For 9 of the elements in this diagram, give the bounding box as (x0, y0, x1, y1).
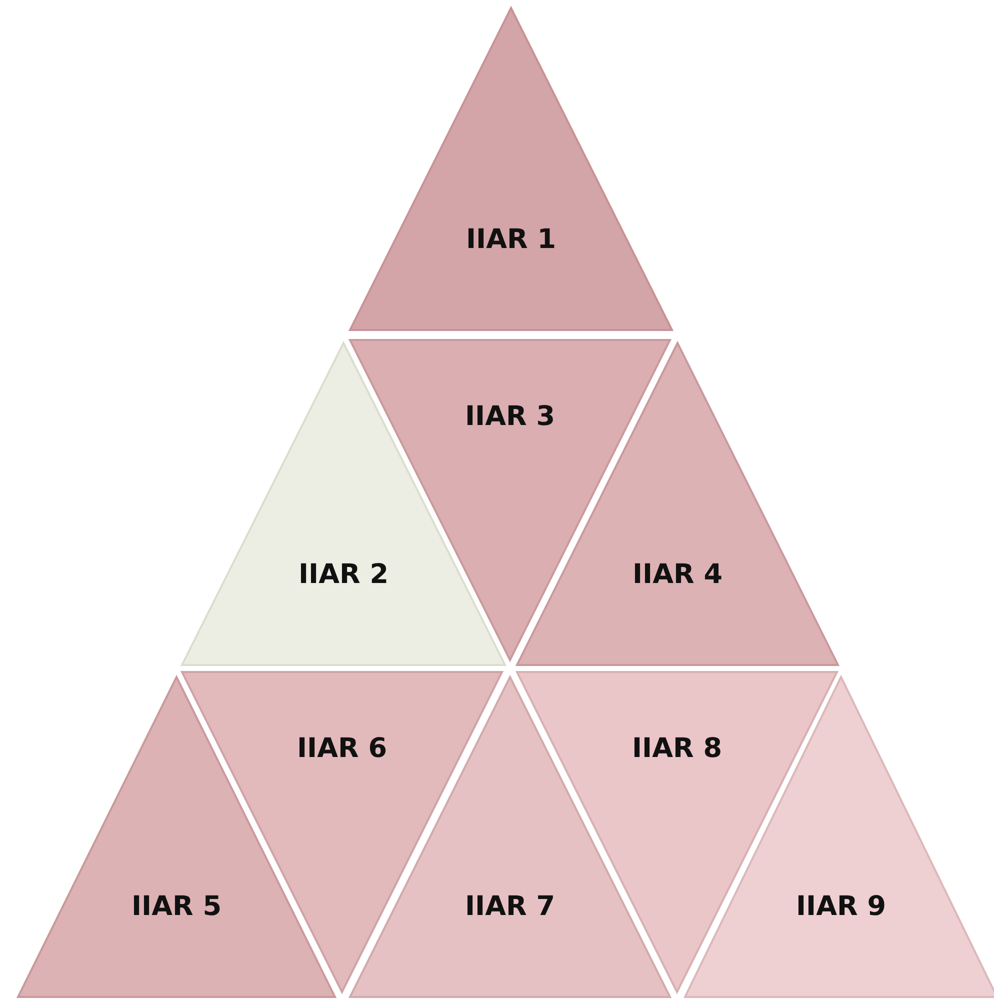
segment-label: IIAR 3 (464, 400, 556, 433)
segment-label: IIAR 9 (795, 891, 887, 924)
segment-label: IIAR 6 (296, 732, 388, 765)
segment-label: IIAR 8 (631, 732, 723, 765)
segment-label: IIAR 2 (298, 558, 390, 591)
segment-label: IIAR 4 (632, 558, 724, 591)
segment-label: IIAR 1 (465, 224, 557, 256)
segment-label: IIAR 7 (464, 891, 556, 924)
segment-label: IIAR 5 (130, 891, 222, 924)
